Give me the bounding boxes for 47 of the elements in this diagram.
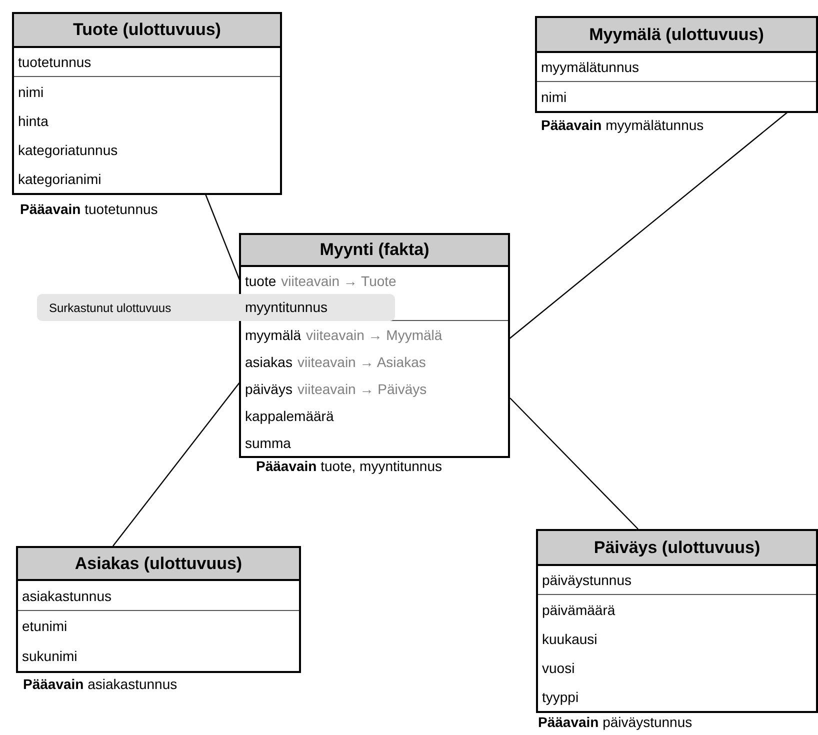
entity-table	[536, 529, 818, 713]
field-name: kuukausi	[542, 630, 598, 646]
field-name: myymälätunnus	[541, 59, 640, 75]
primary-key-note: Pääavain päiväystunnus	[538, 714, 692, 730]
field-name: nimi	[541, 88, 567, 104]
foreign-key-note: viiteavain → Myymälä	[306, 326, 442, 342]
field-name: tyyppi	[542, 688, 579, 704]
field-name: myyntitunnus	[241, 294, 395, 320]
field-name: tuote	[245, 272, 276, 288]
foreign-key-note: viiteavain → Päiväys	[297, 380, 427, 396]
table-title: Tuote (ulottuvuus)	[73, 20, 221, 40]
field-name: kategoriatunnus	[18, 142, 118, 158]
foreign-key-note: viiteavain → Tuote	[281, 272, 396, 288]
field-name: asiakas	[245, 354, 292, 370]
field-name: myymälä	[245, 326, 302, 342]
connector-line	[510, 398, 638, 530]
field-name: tuotetunnus	[18, 54, 92, 70]
entity-table	[535, 16, 818, 113]
field-name: asiakastunnus	[22, 588, 112, 604]
foreign-key-note: viiteavain → Asiakas	[297, 354, 426, 370]
table-title: Myynti (fakta)	[320, 240, 430, 260]
primary-key-note: Pääavain asiakastunnus	[23, 676, 178, 692]
field-name: kappalemäärä	[245, 408, 334, 424]
table-title: Päiväys (ulottuvuus)	[594, 538, 760, 558]
entity-table	[12, 12, 282, 195]
field-name: vuosi	[542, 660, 575, 676]
primary-key-note: Pääavain tuote, myyntitunnus	[256, 458, 442, 474]
connector-line	[204, 192, 241, 282]
primary-key-note: Pääavain myymälätunnus	[541, 117, 704, 133]
field-name: nimi	[18, 84, 44, 100]
field-name: sukunimi	[22, 648, 78, 664]
field-name: kategorianimi	[18, 170, 102, 186]
connector-line	[508, 110, 790, 340]
field-name: summa	[245, 434, 291, 450]
field-name: etunimi	[22, 618, 68, 634]
entity-table	[239, 233, 510, 458]
entity-table	[16, 546, 301, 673]
field-name: päiväys	[245, 380, 292, 396]
field-name: päiväystunnus	[542, 572, 632, 588]
primary-key-note: Pääavain tuotetunnus	[20, 201, 158, 217]
table-title: Asiakas (ulottuvuus)	[74, 554, 242, 574]
connector-line	[112, 382, 240, 546]
field-name: hinta	[18, 112, 48, 128]
field-name: päivämäärä	[542, 602, 616, 618]
highlight-band	[37, 294, 241, 321]
table-title: Myymälä (ulottuvuus)	[589, 24, 764, 44]
band-label: Surkastunut ulottuvuus	[49, 300, 172, 314]
